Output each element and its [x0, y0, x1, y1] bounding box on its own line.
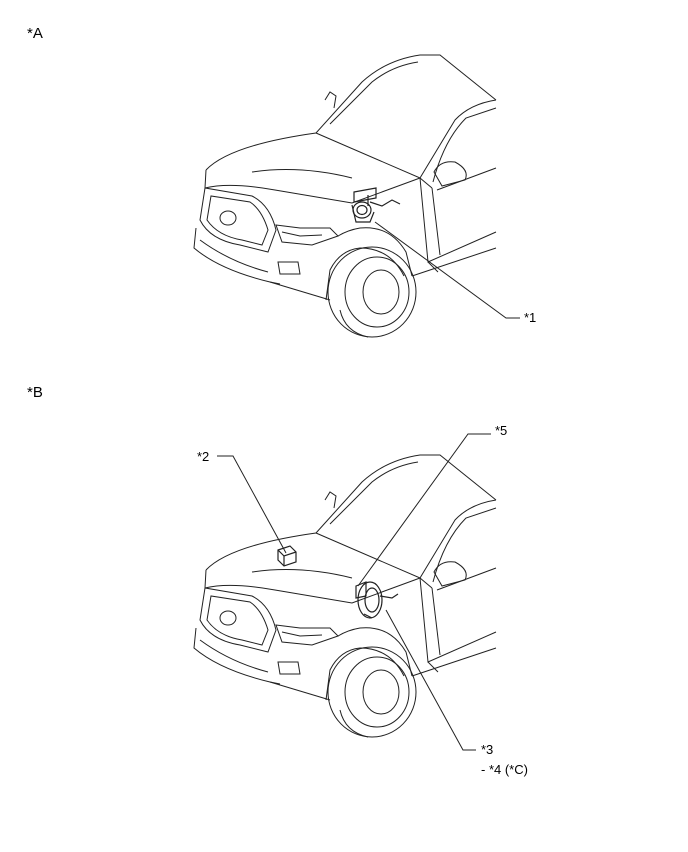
callout-5-label: *5: [495, 423, 508, 438]
section-b-label: *B: [27, 384, 43, 401]
section-a-label: *A: [27, 25, 43, 42]
callout-3-label: *3: [481, 742, 494, 757]
callout-2-label: *2: [197, 449, 210, 464]
callout-4-label: - *4 (*C): [481, 762, 528, 777]
callout-1-label: *1: [524, 310, 537, 325]
